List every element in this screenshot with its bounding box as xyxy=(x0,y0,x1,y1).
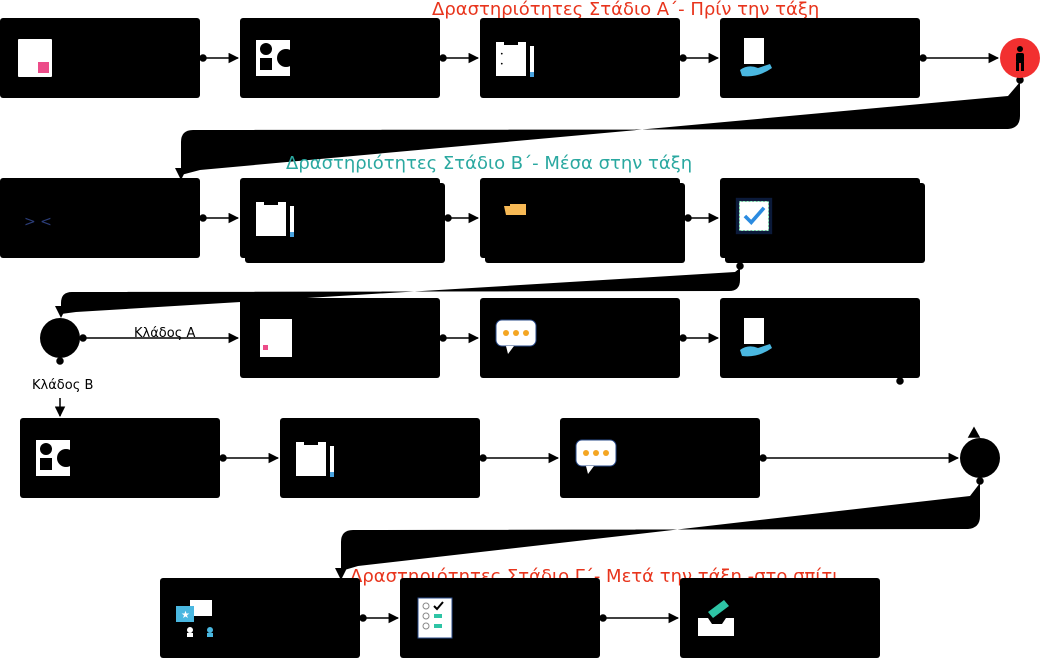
activity-b4[interactable] xyxy=(720,178,920,258)
row1-connectors xyxy=(199,52,1024,84)
person-icon xyxy=(1016,46,1024,71)
row3-connectors xyxy=(54,332,904,418)
activity-b3[interactable] xyxy=(480,178,680,258)
activity-a1[interactable] xyxy=(0,18,200,98)
svg-text:•: • xyxy=(500,51,504,58)
code-brackets-icon: > < xyxy=(24,214,52,230)
activity-c2[interactable] xyxy=(400,578,600,658)
clipboard-pencil-icon xyxy=(256,198,294,237)
activity-c1[interactable]: ★ xyxy=(160,578,360,658)
speech-bubble-icon xyxy=(575,439,617,474)
svg-text:> <: > < xyxy=(24,214,52,230)
hand-document-icon xyxy=(740,38,772,77)
discussion-people-icon: ★ xyxy=(176,600,213,637)
stage-b-title: Δραστηριότητες Στάδιο Β΄- Μέσα στην τάξη xyxy=(286,153,693,174)
row4-connectors xyxy=(219,426,984,485)
ticket-icon xyxy=(504,204,526,215)
merge-node[interactable] xyxy=(960,438,1000,478)
shapes-icon xyxy=(256,40,295,76)
clipboard-pencil-icon xyxy=(296,438,334,477)
certificate-check-icon xyxy=(735,197,773,235)
activity-branch-b2[interactable] xyxy=(280,418,480,498)
activity-branch-b3[interactable] xyxy=(560,418,760,498)
row5-connectors xyxy=(359,612,680,624)
clipboard-pencil-icon: •• xyxy=(496,38,534,77)
hand-document-icon xyxy=(740,318,772,357)
document-pink-icon xyxy=(260,319,292,357)
activity-branch-a3[interactable] xyxy=(720,298,920,378)
svg-text:•: • xyxy=(500,61,504,68)
activity-branch-b1[interactable] xyxy=(20,418,220,498)
activity-a3[interactable]: •• xyxy=(480,18,680,98)
activity-a2[interactable] xyxy=(240,18,440,98)
flow-swoosh-branch-c xyxy=(341,483,980,571)
student-actor[interactable] xyxy=(1000,38,1040,78)
checklist-icon xyxy=(417,597,453,639)
branch-b-label: Κλάδος Β xyxy=(32,378,94,393)
activity-b2[interactable] xyxy=(240,178,440,258)
activity-branch-a2[interactable] xyxy=(480,298,680,378)
flow-swoosh-a-b xyxy=(181,82,1020,175)
shapes-icon xyxy=(36,440,75,476)
activity-b1[interactable]: > < xyxy=(0,178,200,258)
activity-branch-a1[interactable] xyxy=(240,298,440,378)
speech-bubble-icon xyxy=(495,319,537,354)
row2-connectors xyxy=(199,212,744,270)
flow-swoosh-b-branch xyxy=(61,268,740,314)
stage-a-title: Δραστηριότητες Στάδιο Α΄- Πρίν την τάξη xyxy=(432,0,820,20)
branch-decision-node[interactable] xyxy=(40,318,80,358)
activity-c3[interactable] xyxy=(680,578,880,658)
svg-text:★: ★ xyxy=(181,610,190,621)
document-pink-icon xyxy=(18,39,52,77)
inbox-upload-icon xyxy=(698,600,734,636)
branch-a-label: Κλάδος Α xyxy=(134,326,196,341)
activity-a4[interactable] xyxy=(720,18,920,98)
